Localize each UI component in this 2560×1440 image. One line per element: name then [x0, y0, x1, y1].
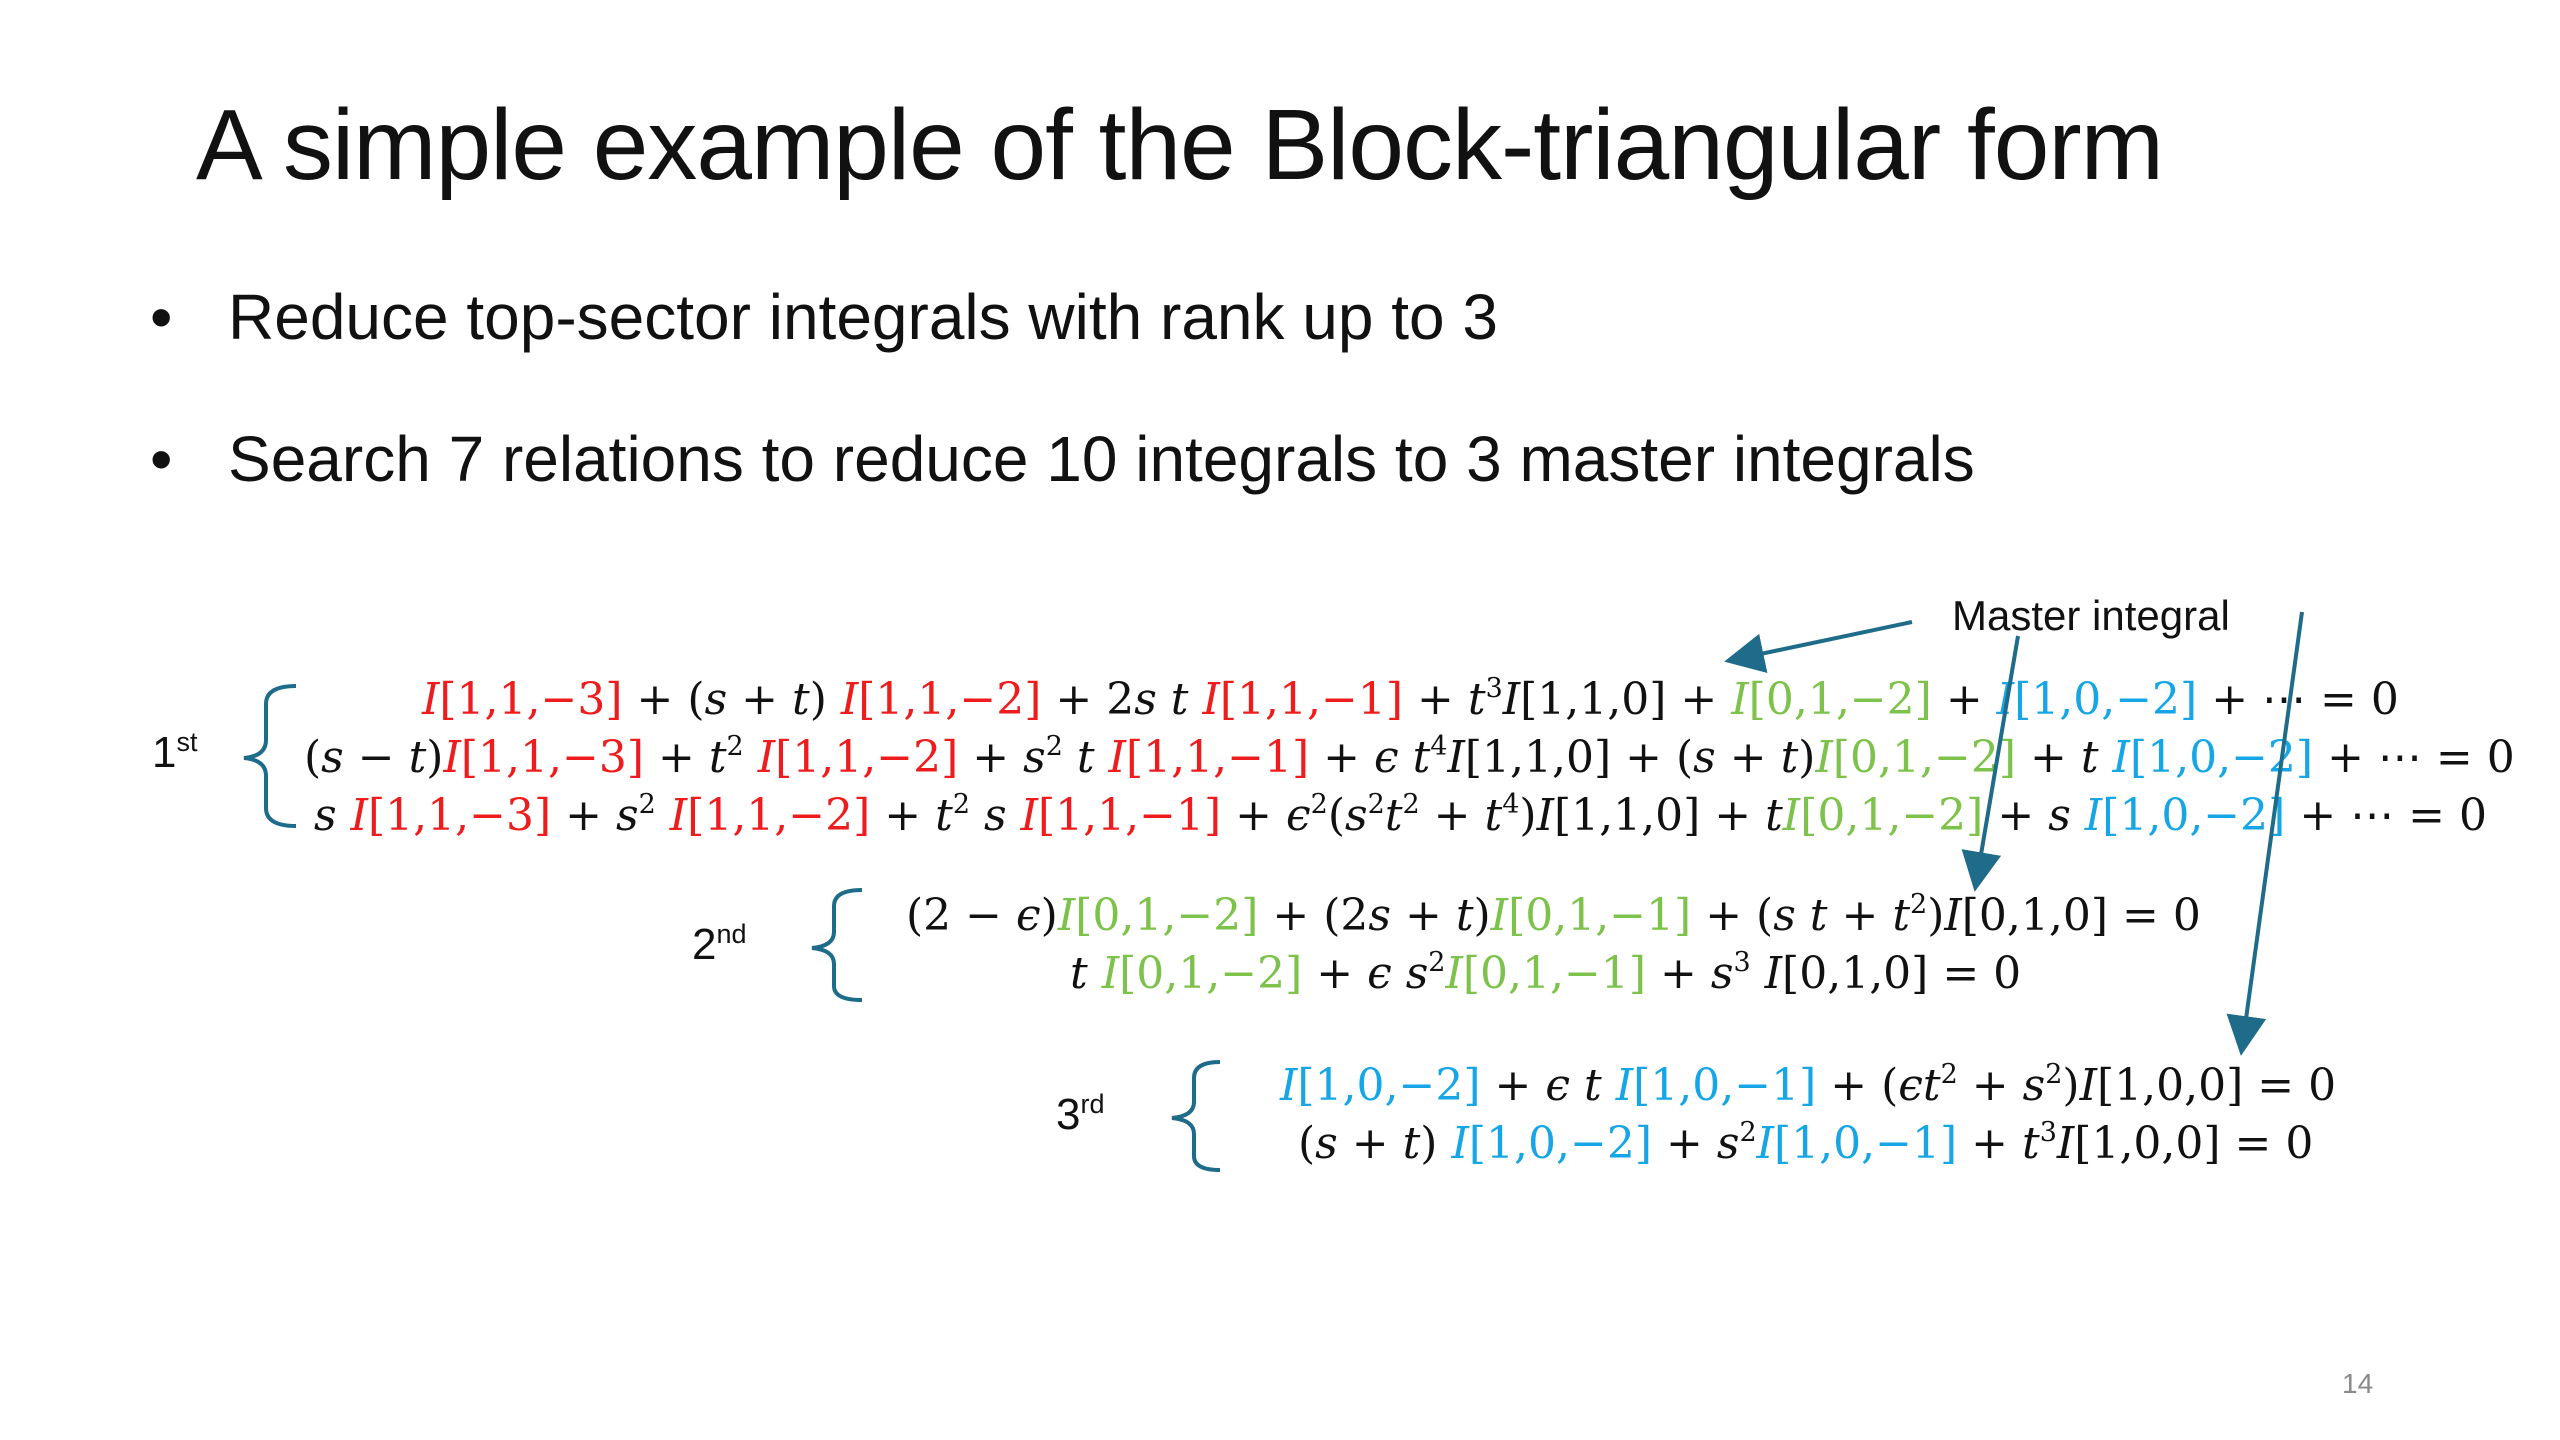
arrow-to-third-block [2226, 611, 2304, 1056]
bullet-text: Reduce top-sector integrals with rank up… [228, 281, 1498, 353]
block-label-first: 1st [152, 727, 198, 777]
bullet-icon: • [150, 281, 173, 353]
block-label-third: 3rd [1056, 1089, 1105, 1139]
equation-3-1: I[1,0,−2] + ϵ t I[1,0,−1] + (ϵt2 + s2)I[… [1280, 1059, 2337, 1111]
master-integral-annotation: Master integral [1952, 592, 2230, 639]
page-number: 14 [2342, 1368, 2374, 1399]
equation-3-2: (s + t) I[1,0,−2] + s2I[1,0,−1] + t3I[1,… [1298, 1117, 2314, 1169]
bullet-text: Search 7 relations to reduce 10 integral… [228, 423, 1975, 495]
brace-second-block [811, 888, 863, 1002]
block-label-second: 2nd [692, 919, 747, 969]
brace-third-block [1171, 1060, 1221, 1172]
bullet-item: • Reduce top-sector integrals with rank u… [150, 280, 1498, 354]
bullet-item: • Search 7 relations to reduce 10 integra… [150, 422, 1975, 496]
equation-2-2: t I[0,1,−2] + ϵ s2I[0,1,−1] + s3 I[0,1,0… [1070, 947, 2022, 999]
arrow-to-second-block [1961, 635, 2020, 892]
equation-1-3: s I[1,1,−3] + s2 I[1,1,−2] + t2 s I[1,1,… [314, 789, 2488, 841]
equation-1-2: (s − t)I[1,1,−3] + t2 I[1,1,−2] + s2 t I… [304, 731, 2515, 783]
equation-2-1: (2 − ϵ)I[0,1,−2] + (2s + t)I[0,1,−1] + (… [906, 889, 2201, 941]
bullet-icon: • [150, 423, 173, 495]
brace-first-block [243, 684, 297, 828]
arrow-to-first-block [1724, 620, 1913, 673]
slide-title: A simple example of the Block-triangular… [196, 89, 2164, 201]
equation-1-1: I[1,1,−3] + (s + t) I[1,1,−2] + 2s t I[1… [422, 673, 2399, 725]
